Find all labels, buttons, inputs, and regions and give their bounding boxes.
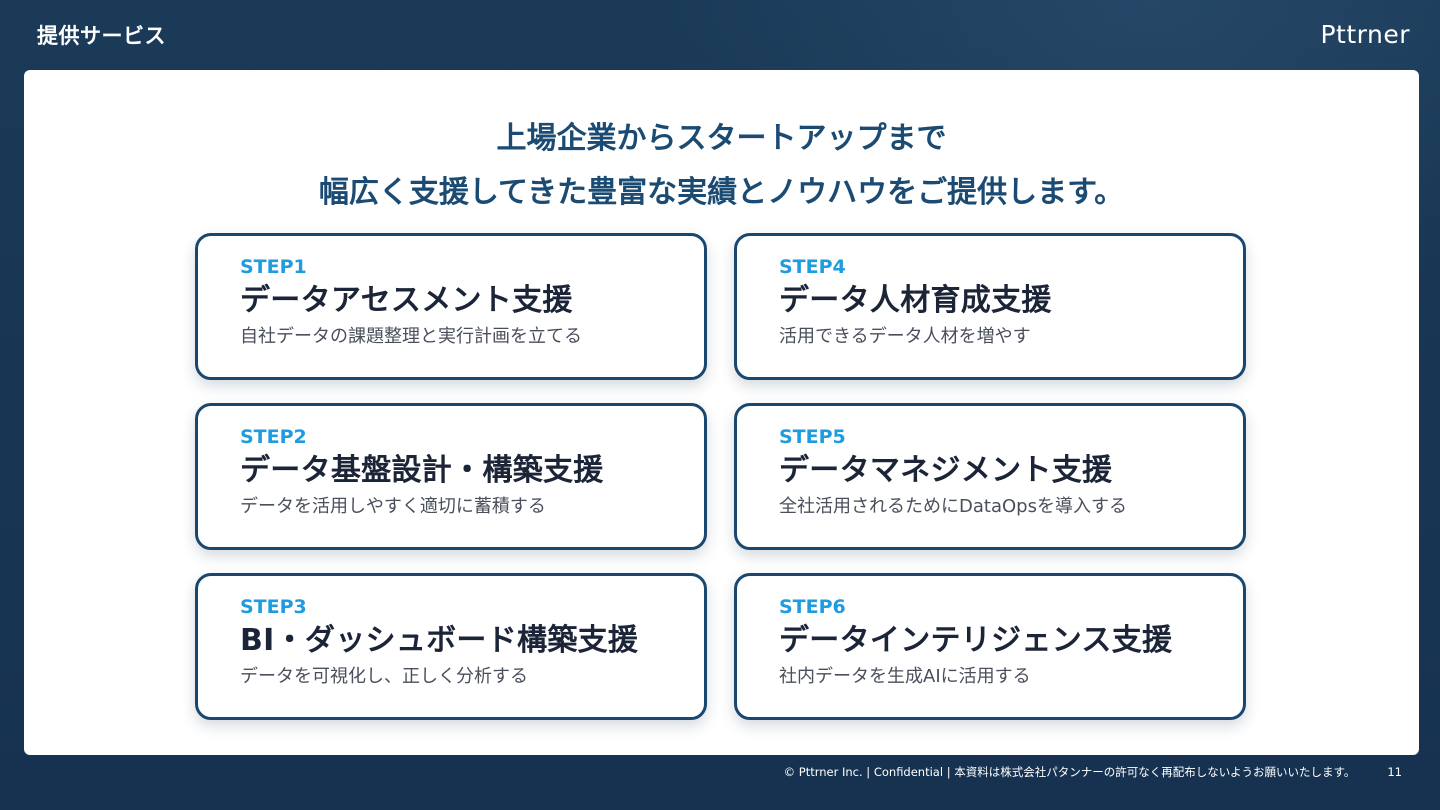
step-description: 社内データを生成AIに活用する	[779, 666, 1031, 687]
step-label: STEP3	[240, 596, 307, 618]
step-card-6: STEP6 データインテリジェンス支援 社内データを生成AIに活用する	[734, 573, 1246, 720]
step-title: データインテリジェンス支援	[779, 623, 1173, 658]
step-title: データ基盤設計・構築支援	[240, 453, 604, 488]
step-card-2: STEP2 データ基盤設計・構築支援 データを活用しやすく適切に蓄積する	[195, 403, 707, 550]
section-title: 提供サービス	[37, 24, 166, 48]
headline-line-1: 上場企業からスタートアップまで	[496, 121, 947, 156]
step-description: 活用できるデータ人材を増やす	[779, 326, 1031, 347]
step-title: データ人材育成支援	[779, 283, 1052, 318]
content-panel: 上場企業からスタートアップまで 幅広く支援してきた豊富な実績とノウハウをご提供し…	[24, 70, 1419, 755]
service-step-grid: STEP1 データアセスメント支援 自社データの課題整理と実行計画を立てる ST…	[195, 233, 1247, 720]
step-card-3: STEP3 BI・ダッシュボード構築支援 データを可視化し、正しく分析する	[195, 573, 707, 720]
step-title: BI・ダッシュボード構築支援	[240, 623, 639, 658]
step-label: STEP4	[779, 256, 846, 278]
footer: © Pttrner Inc. | Confidential | 本資料は株式会社…	[784, 764, 1402, 780]
step-description: 自社データの課題整理と実行計画を立てる	[240, 326, 582, 347]
step-title: データアセスメント支援	[240, 283, 573, 318]
headline-line-2: 幅広く支援してきた豊富な実績とノウハウをご提供します。	[318, 175, 1125, 210]
step-label: STEP6	[779, 596, 846, 618]
step-description: データを活用しやすく適切に蓄積する	[240, 496, 546, 517]
headline: 上場企業からスタートアップまで 幅広く支援してきた豊富な実績とノウハウをご提供し…	[24, 112, 1419, 220]
step-label: STEP5	[779, 426, 846, 448]
footer-copyright: © Pttrner Inc. | Confidential | 本資料は株式会社…	[783, 765, 1356, 779]
step-card-1: STEP1 データアセスメント支援 自社データの課題整理と実行計画を立てる	[195, 233, 707, 380]
step-card-4: STEP4 データ人材育成支援 活用できるデータ人材を増やす	[734, 233, 1246, 380]
step-label: STEP2	[240, 426, 307, 448]
step-description: 全社活用されるためにDataOpsを導入する	[779, 496, 1127, 517]
step-description: データを可視化し、正しく分析する	[240, 666, 528, 687]
step-title: データマネジメント支援	[779, 453, 1113, 488]
step-card-5: STEP5 データマネジメント支援 全社活用されるためにDataOpsを導入する	[734, 403, 1246, 550]
brand-logo: Pttrner	[1320, 20, 1410, 49]
page-number: 11	[1387, 765, 1402, 779]
step-label: STEP1	[240, 256, 307, 278]
